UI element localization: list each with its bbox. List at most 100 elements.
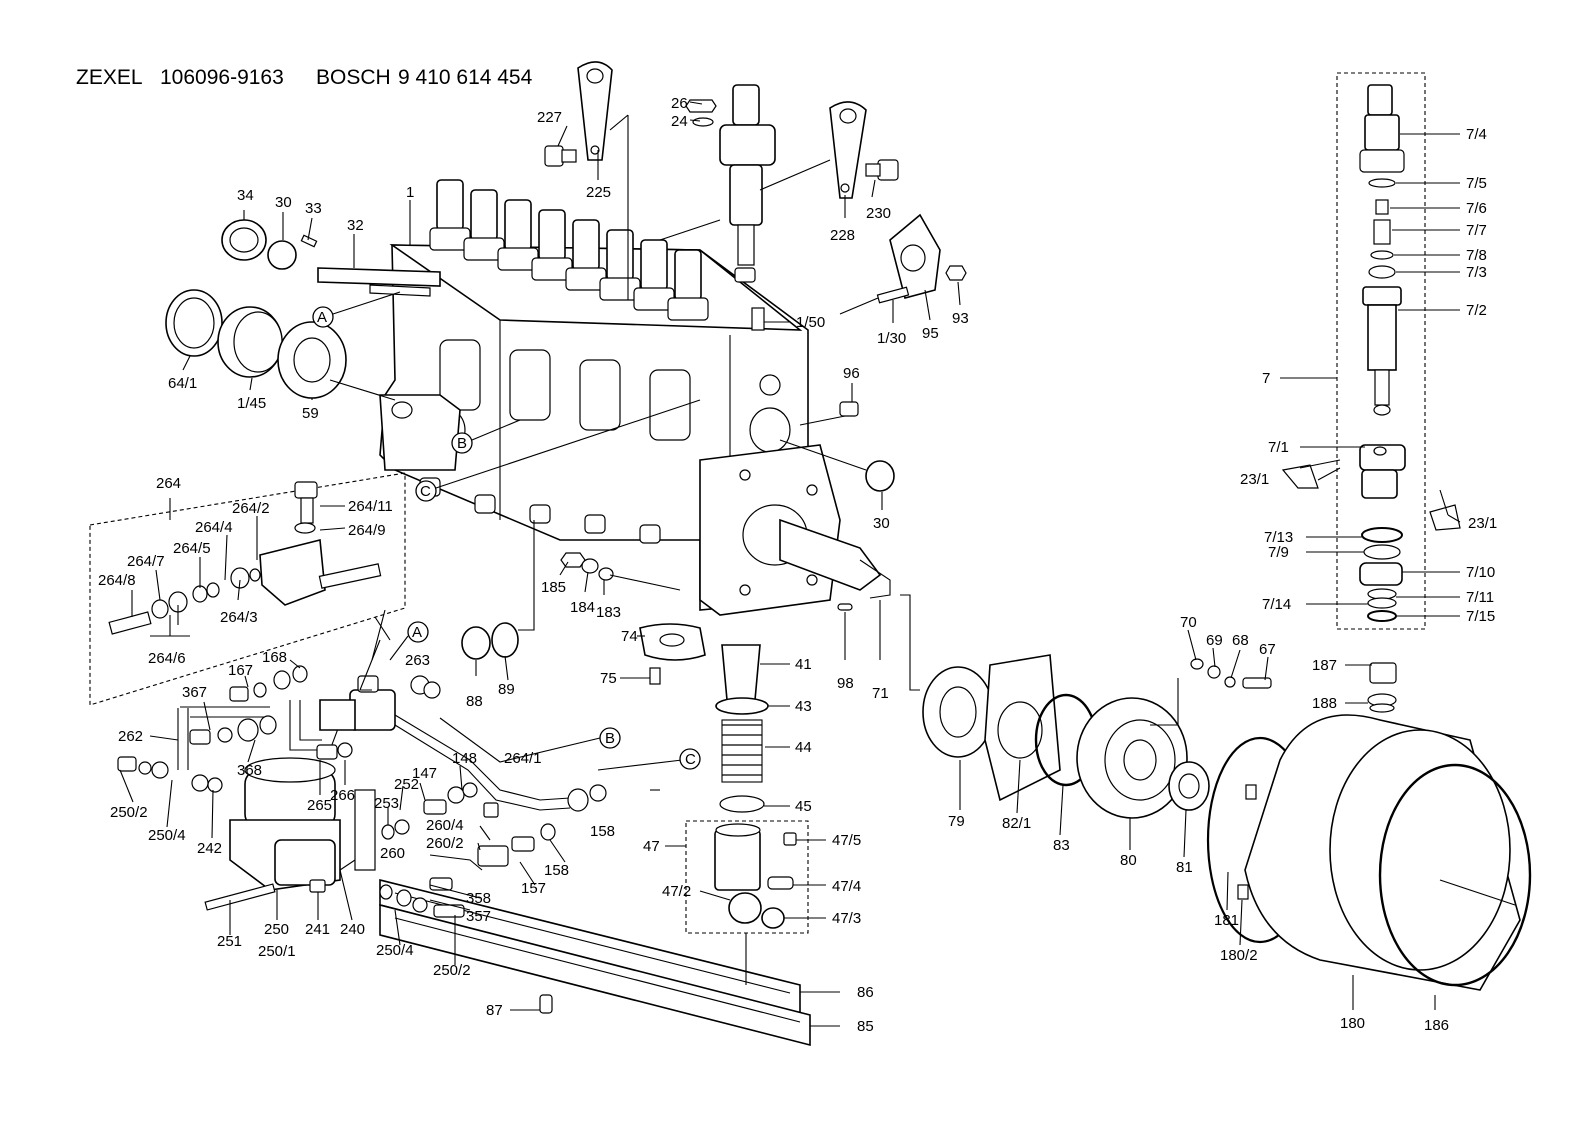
callout-251: 251 [217,933,242,950]
callout-357: 357 [466,908,491,925]
callout-260-2: 260/2 [426,835,464,852]
callout-167: 167 [228,662,253,679]
ref-b-label-1: B [457,435,467,452]
callout-1-50: 1/50 [796,314,825,331]
callout-24: 24 [671,113,688,130]
callout-7-1: 7/1 [1268,439,1289,456]
callout-32: 32 [347,217,364,234]
roller-tappet-parts [715,644,769,813]
callout-250-4-lower: 250/4 [376,942,414,959]
ref-a-label-2: A [412,624,422,641]
callout-240: 240 [340,921,365,938]
callout-183: 183 [596,604,621,621]
callout-265: 265 [307,797,332,814]
callout-82-1: 82/1 [1002,815,1031,832]
callout-158-right: 158 [590,823,615,840]
callout-181: 181 [1214,912,1239,929]
callout-264-1: 264/1 [504,750,542,767]
callout-264-4: 264/4 [195,519,233,536]
callout-264-7: 264/7 [127,553,165,570]
callout-368: 368 [237,762,262,779]
reference-markers: A B C A B C [312,291,701,770]
callout-1-30: 1/30 [877,330,906,347]
callout-23-1-right: 23/1 [1468,515,1497,532]
seal-and-bearing [165,289,347,399]
callout-367: 367 [182,684,207,701]
callout-264-2: 264/2 [232,500,270,517]
callout-242: 242 [197,840,222,857]
zexel-part-number: 106096-9163 [160,66,284,89]
callout-180: 180 [1340,1015,1365,1032]
ref-b-label-2: B [605,730,615,747]
callout-85: 85 [857,1018,874,1035]
banjo-bolts-washers [117,665,556,918]
callout-83: 83 [1053,837,1070,854]
callout-263: 263 [405,652,430,669]
callout-80: 80 [1120,852,1137,869]
callout-7-11: 7/11 [1466,589,1494,606]
callout-264-8: 264/8 [98,572,136,589]
ref-a-marker-1 [312,306,334,328]
callout-7-9: 7/9 [1268,544,1289,561]
callout-47-3: 47/3 [832,910,861,927]
callout-68: 68 [1232,632,1249,649]
callout-7-15: 7/15 [1466,608,1495,625]
callout-1: 1 [406,184,414,201]
callout-264-11: 264/11 [348,498,393,515]
callout-67: 67 [1259,641,1276,658]
callout-7-7: 7/7 [1466,222,1487,239]
callout-7-10: 7/10 [1466,564,1495,581]
callout-7-13: 7/13 [1264,529,1293,546]
callout-30-cap: 30 [873,515,890,532]
callout-264-6: 264/6 [148,650,186,667]
tappet-group-47 [685,820,809,934]
callout-264-5: 264/5 [173,540,211,557]
callout-230: 230 [866,205,891,222]
callout-148: 148 [452,750,477,767]
pump-element-group-7 [1281,72,1461,630]
callout-86: 86 [857,984,874,1001]
callout-89: 89 [498,681,515,698]
callout-47-4: 47/4 [832,878,861,895]
callout-96: 96 [843,365,860,382]
callout-79: 79 [948,813,965,830]
base-plates [379,878,811,1047]
callout-70: 70 [1180,614,1197,631]
callout-69: 69 [1206,632,1223,649]
callout-98: 98 [837,675,854,692]
callout-264-9: 264/9 [348,522,386,539]
callout-59: 59 [302,405,319,422]
callout-147: 147 [412,765,437,782]
top-delivery-valve [685,84,776,283]
callout-253: 253 [374,795,399,812]
callout-30-top: 30 [275,194,292,211]
ref-a-marker-2 [407,621,429,643]
callout-250-1: 250/1 [258,943,296,960]
leader-lines [119,101,1516,1027]
pump-housing [379,244,891,616]
callout-250-4-left: 250/4 [148,827,186,844]
callout-185: 185 [541,579,566,596]
callout-225: 225 [586,184,611,201]
callout-228: 228 [830,227,855,244]
callout-87: 87 [486,1002,503,1019]
callout-158-lower: 158 [544,862,569,879]
callout-7-6: 7/6 [1466,200,1487,217]
callout-7-3: 7/3 [1466,264,1487,281]
callout-252: 252 [394,776,419,793]
ref-a-label-1: A [317,309,327,326]
callout-180-2: 180/2 [1220,947,1258,964]
callout-262: 262 [118,728,143,745]
callout-71: 71 [872,685,889,702]
callout-264-3: 264/3 [220,609,258,626]
callout-168: 168 [262,649,287,666]
fuel-filter-group [177,675,607,911]
callout-7-2: 7/2 [1466,302,1487,319]
ref-c-marker-2 [679,748,701,770]
bosch-part-number: 9 410 614 454 [398,66,533,89]
callout-43: 43 [795,698,812,715]
callout-34: 34 [237,187,254,204]
ref-c-label-1: C [420,483,431,500]
callout-187: 187 [1312,657,1337,674]
